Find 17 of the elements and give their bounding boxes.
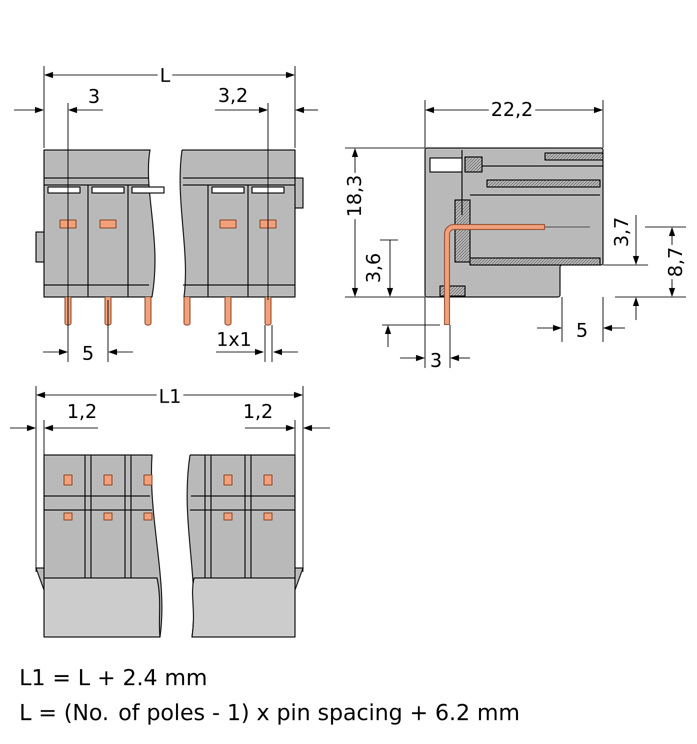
dimension-label: 18,3	[344, 172, 366, 220]
dimension-label: 5	[574, 320, 590, 340]
dimension-label: 3	[86, 86, 102, 106]
dimension-label: 1x1	[214, 330, 254, 348]
dimension-label: 8,7	[666, 244, 686, 280]
dimension-label: L1	[156, 387, 184, 405]
dimension-label: 3,2	[216, 86, 250, 106]
dimension-label: 1,2	[240, 402, 276, 422]
formula-note: L1 = L + 2.4 mm	[21, 668, 206, 686]
dimension-label: L	[158, 66, 172, 84]
dimension-label: 1,2	[64, 402, 100, 422]
dimension-label: 3,7	[612, 214, 632, 250]
dimension-label: 22,2	[488, 100, 536, 120]
dimension-label: 5	[80, 344, 96, 362]
dimension-label: 3,6	[364, 250, 384, 286]
formula-note: L = (No. of poles - 1) x pin spacing + 6.2 mm	[21, 703, 518, 725]
dimension-label: 3	[428, 350, 444, 370]
